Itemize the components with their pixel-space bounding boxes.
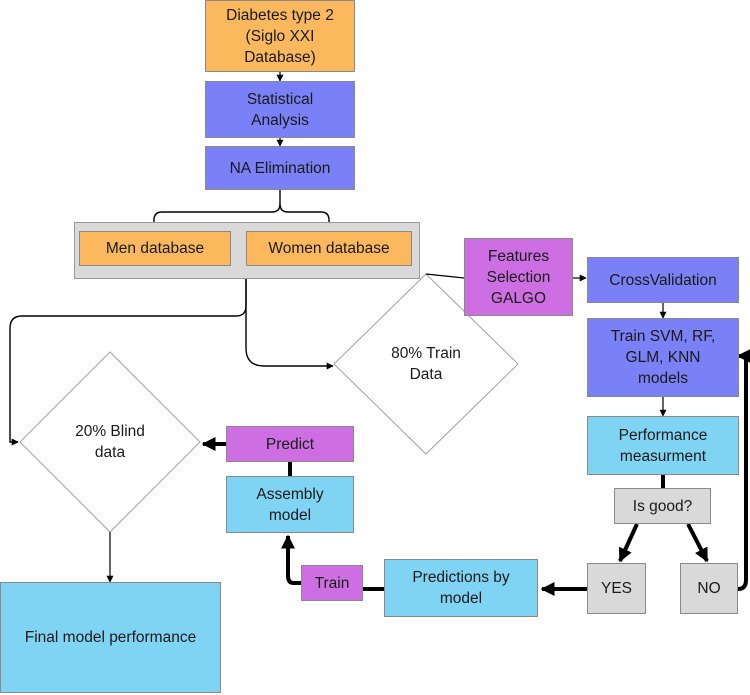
performance-measurement-node: Performance measurment (587, 416, 739, 475)
blind-data-label: 20% Blind data (75, 423, 145, 461)
edge-isgood-no (686, 523, 709, 563)
predict-node: Predict (226, 426, 354, 462)
na-elimination-node: NA Elimination (205, 146, 355, 190)
diabetes-database-node: Diabetes type 2 (Siglo XXI Database) (205, 0, 355, 72)
no-node: NO (680, 563, 738, 614)
edge-group-train80 (245, 279, 334, 370)
assembly-model-node: Assembly model (226, 476, 354, 533)
features-selection-node: Features Selection GALGO (464, 238, 573, 316)
edge-na-women (279, 203, 333, 232)
predictions-by-model-node: Predictions by model (384, 559, 538, 617)
women-database-node: Women database (246, 231, 412, 266)
edge-group-blind20 (9, 279, 247, 446)
train-data-diamond (333, 273, 519, 455)
train-data-label: 80% Train Data (391, 345, 461, 383)
train-models-node: Train SVM, RF, GLM, KNN models (587, 318, 739, 397)
edge-group-features (425, 273, 465, 279)
is-good-decision-node: Is good? (614, 488, 711, 524)
yes-node: YES (587, 563, 646, 614)
statistical-analysis-node: Statistical Analysis (205, 81, 355, 138)
crossvalidation-node: CrossValidation (587, 257, 739, 303)
edge-no-train-loop (736, 349, 750, 591)
edge-isgood-yes (618, 523, 639, 563)
train-node: Train (301, 565, 363, 601)
edge-na-men (150, 190, 281, 232)
final-model-performance-node: Final model performance (0, 582, 221, 693)
men-database-node: Men database (79, 231, 231, 266)
edge-train-assembly (281, 534, 301, 585)
